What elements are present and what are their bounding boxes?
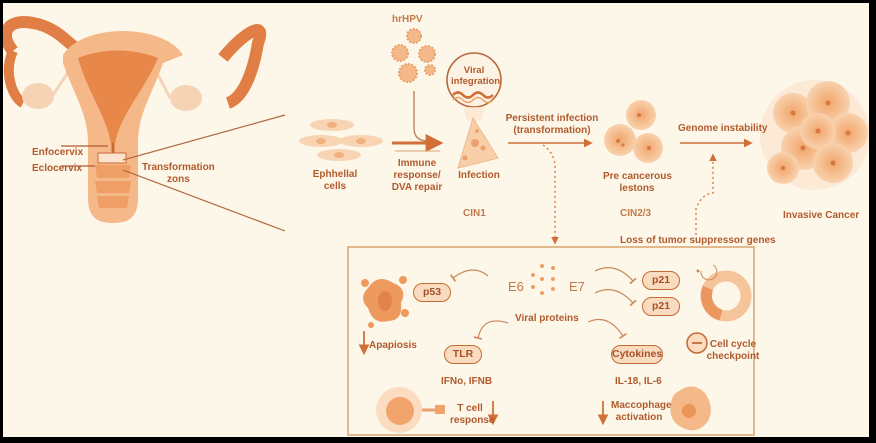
label-ifn: IFNo, IFNB bbox=[441, 376, 493, 387]
t-cell bbox=[376, 387, 445, 433]
label-il: IL-18, IL-6 bbox=[615, 376, 662, 387]
zoom-line-bottom bbox=[122, 169, 286, 232]
viral-protein-dots bbox=[531, 264, 555, 295]
right-ovary bbox=[170, 85, 202, 111]
label-hrhpv: hrHPV bbox=[392, 14, 423, 25]
p21-pill-b: p21 bbox=[642, 297, 680, 316]
label-genome-instability: Genome instability bbox=[678, 123, 768, 134]
label-tumor-suppressor: Loss of tumor suppressor genes bbox=[620, 235, 776, 246]
label-viral-proteins: Viral proteins bbox=[515, 313, 579, 324]
p53-pill: p53 bbox=[413, 283, 451, 302]
cytokines-pill: Cytokines bbox=[611, 345, 663, 364]
label-cin23: CIN2/3 bbox=[620, 208, 652, 219]
label-e7: E7 bbox=[569, 279, 585, 294]
transformation-zone-box bbox=[97, 152, 127, 164]
epithelial-cells bbox=[299, 119, 383, 161]
dashed-arrow-down bbox=[542, 144, 559, 245]
uterus-illustration bbox=[3, 16, 286, 232]
label-infection: Infection bbox=[458, 170, 500, 181]
label-endocervix: Enfocervix bbox=[32, 147, 84, 158]
diagram-graphics bbox=[3, 16, 869, 436]
cell-cycle-ring bbox=[696, 264, 752, 322]
apoptotic-cell bbox=[361, 276, 409, 328]
right-fallopian-tube bbox=[218, 24, 267, 109]
tlr-pill: TLR bbox=[444, 345, 482, 364]
mechanism-box bbox=[347, 246, 755, 436]
label-e6: E6 bbox=[508, 279, 524, 294]
precancerous-cells bbox=[604, 100, 663, 163]
label-cin1: CIN1 bbox=[463, 208, 486, 219]
hpv-virions bbox=[391, 28, 436, 83]
label-persistent-infection: Persistent infection(transformation) bbox=[505, 113, 599, 136]
left-ovary bbox=[22, 83, 54, 109]
label-invasive-cancer: Invasive Cancer bbox=[783, 210, 860, 221]
p21-pill-a: p21 bbox=[642, 271, 680, 290]
invasive-cancer-cluster bbox=[760, 80, 869, 190]
label-ectocervix: Eclocervix bbox=[32, 163, 83, 174]
label-apoptosis: Apapiosis bbox=[369, 340, 417, 351]
zoom-line-top bbox=[122, 114, 286, 161]
dashed-arrow-up bbox=[695, 153, 717, 235]
